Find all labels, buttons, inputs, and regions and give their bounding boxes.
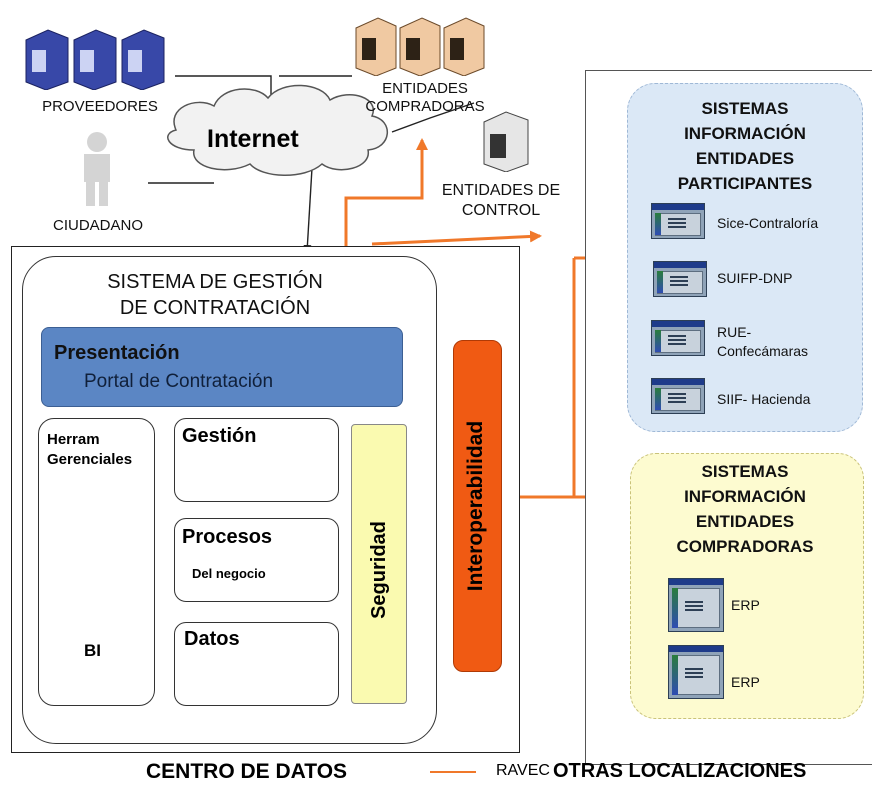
sgc-title-line2: DE CONTRATACIÓN — [119, 297, 311, 319]
entidades-control-label-1: ENTIDADES DE — [441, 182, 561, 199]
procesos-label: Procesos — [182, 526, 273, 548]
bi-label: BI — [84, 641, 101, 660]
gestion-label: Gestión — [182, 425, 257, 447]
participantes-title-1: SISTEMAS — [701, 99, 789, 118]
herram-label-2: Gerenciales — [47, 451, 133, 468]
compradoras-title-3: ENTIDADES — [695, 512, 795, 531]
entidades-compradoras-label-1: ENTIDADES — [382, 80, 468, 97]
procesos-sub-label: Del negocio — [192, 566, 266, 581]
sice-label: Sice-Contraloría — [717, 215, 819, 231]
compradoras-title-2: INFORMACIÓN — [684, 487, 806, 506]
sistemas-entidades-participantes-box — [627, 83, 863, 432]
siif-label: SIIF- Hacienda — [717, 391, 811, 407]
seguridad-layer — [351, 424, 407, 704]
otras-localizaciones-label: OTRAS LOCALIZACIONES — [553, 760, 807, 782]
internet-to-sgc-connector — [303, 167, 313, 253]
control-server-icon — [483, 111, 529, 172]
presentacion-layer: Presentación Portal de Contratación — [41, 327, 403, 407]
compradoras-servers-icon — [355, 17, 485, 76]
portal-contratacion-label: Portal de Contratación — [84, 371, 274, 392]
siif-app-icon — [651, 378, 705, 414]
rue-label: RUE- — [717, 324, 752, 340]
ciudadano-label: CIUDADANO — [52, 217, 143, 234]
interoperabilidad-layer — [453, 340, 502, 672]
orange-up-to-compradoras — [344, 138, 428, 246]
confecamaras-label: Confecámaras — [717, 343, 809, 359]
gestion-box — [174, 418, 339, 502]
ravec-label: RAVEC — [496, 762, 550, 779]
entidades-control-label-2: CONTROL — [461, 202, 541, 219]
herramientas-gerenciales-box — [38, 418, 155, 706]
centro-de-datos-label: CENTRO DE DATOS — [146, 760, 348, 783]
suifp-label: SUIFP-DNP — [717, 270, 793, 286]
procesos-box — [174, 518, 339, 602]
participantes-title-4: PARTICIPANTES — [677, 174, 813, 193]
datos-label: Datos — [184, 628, 240, 650]
internet-label: Internet — [207, 125, 299, 153]
erp-label-2: ERP — [731, 674, 760, 690]
erp-app-icon-2 — [668, 645, 724, 699]
proveedores-connector — [175, 75, 275, 105]
sice-app-icon — [651, 203, 705, 239]
interoperabilidad-label: Interoperabilidad — [464, 420, 487, 592]
participantes-title-3: ENTIDADES — [695, 149, 795, 168]
presentacion-title: Presentación — [54, 342, 180, 364]
seguridad-label: Seguridad — [368, 521, 390, 619]
rue-app-icon — [651, 320, 705, 356]
orange-to-control — [371, 230, 542, 246]
proveedores-label: PROVEEDORES — [42, 98, 158, 115]
erp-app-icon-1 — [668, 578, 724, 632]
sgc-title-line1: SISTEMA DE GESTIÓN — [107, 271, 323, 293]
proveedores-servers-icon — [25, 29, 165, 90]
compradoras-title-1: SISTEMAS — [701, 462, 789, 481]
herram-label-1: Herram — [47, 431, 100, 448]
ciudadano-figure — [84, 132, 110, 206]
entidades-compradoras-label-2: COMPRADORAS — [365, 98, 485, 115]
suifp-app-icon — [653, 261, 707, 297]
erp-label-1: ERP — [731, 597, 760, 613]
compradoras-title-4: COMPRADORAS — [676, 537, 814, 556]
datos-box — [174, 622, 339, 706]
participantes-title-2: INFORMACIÓN — [684, 124, 806, 143]
